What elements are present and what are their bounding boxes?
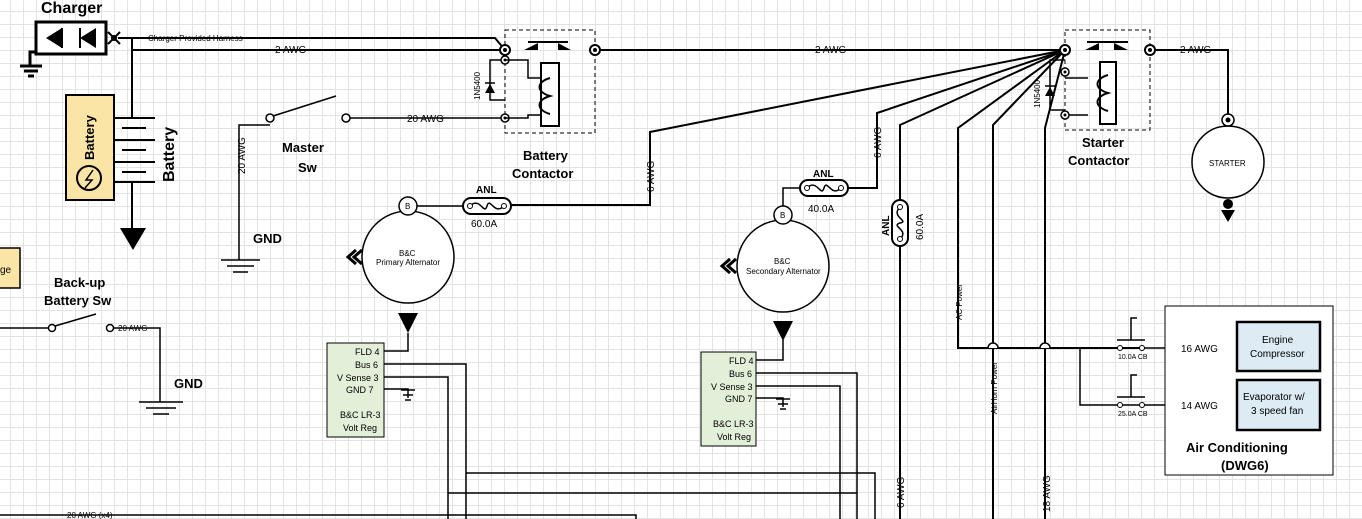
control-wires xyxy=(0,50,1237,519)
backup-sw-label-1: Back-up xyxy=(54,275,105,290)
master-sw-label-1: Master xyxy=(282,140,324,155)
wire-label-20awg-gnd: 20 AWG xyxy=(237,137,248,174)
wire-label-2awg-2: 2 AWG xyxy=(815,45,847,56)
master-sw-label-2: Sw xyxy=(298,160,318,175)
starter-contactor: 1N5400 Starter Contactor xyxy=(1033,29,1156,168)
anl-2-value: 40.0A xyxy=(808,204,834,215)
alt2-label-1: B&C xyxy=(774,257,791,266)
secondary-alternator: B B&C Secondary Alternator xyxy=(719,187,830,341)
engine-compressor-label-2: Compressor xyxy=(1250,349,1305,360)
reg2-model: B&C LR-3 xyxy=(713,419,754,429)
alt1-label-2: Primary Alternator xyxy=(376,258,440,267)
anl-1-value: 60.0A xyxy=(471,219,497,230)
diode-label-1: 1N5400 xyxy=(473,71,482,100)
reg2-vsense: V Sense 3 xyxy=(711,382,753,392)
charger-harness-label: Charger Provided Harness xyxy=(148,34,243,43)
starter-contactor-label-2: Contactor xyxy=(1068,153,1129,168)
battery-contactor: 1N5400 Battery Contactor xyxy=(473,29,601,181)
ac-group-label-2: (DWG6) xyxy=(1221,458,1269,473)
wire-crossover xyxy=(987,342,999,349)
alt1-label-1: B&C xyxy=(399,249,416,258)
wire-label-2awg-1: 2 AWG xyxy=(275,45,307,56)
wire-label-14awg: 14 AWG xyxy=(1181,401,1218,412)
anl-fuse-3: ANL 60.0A xyxy=(881,199,926,247)
wire-label-6awg-2: 6 AWG xyxy=(873,126,884,158)
cb2-label: 25.0A CB xyxy=(1118,411,1148,418)
anl-fuse-1: ANL 60.0A xyxy=(462,185,512,230)
reg1-kind: Volt Reg xyxy=(343,423,377,433)
gnd-label-2: GND xyxy=(174,376,203,391)
charge-gauge-box xyxy=(0,247,21,289)
battery-label: Battery xyxy=(161,127,178,182)
cb1-label: 10.0A CB xyxy=(1118,354,1148,361)
anl-fuse-2: ANL 40.0A xyxy=(799,169,849,215)
battery-symbol: Battery Battery xyxy=(65,94,178,250)
reg1-bus: Bus 6 xyxy=(355,360,378,370)
charger-label: Charger xyxy=(41,0,102,17)
ac-power-label: AC Power xyxy=(955,284,964,320)
anl-3-value: 60.0A xyxy=(915,214,926,240)
wire-label-2awg-3: 2 AWG xyxy=(1180,45,1212,56)
alt2-label-2: Secondary Alternator xyxy=(746,267,821,276)
reg2-bus: Bus 6 xyxy=(729,369,752,379)
ac-group-label-1: Air Conditioning xyxy=(1186,440,1288,455)
reg2-kind: Volt Reg xyxy=(717,432,751,442)
evaporator-label-2: 3 speed fan xyxy=(1251,406,1303,417)
reg1-gnd: GND 7 xyxy=(346,385,374,395)
charger-symbol: Charger xyxy=(20,0,121,78)
diode-label-2: 1N5400 xyxy=(1033,79,1042,108)
backup-sw-label-2: Battery Sw xyxy=(44,293,112,308)
anl-3-label: ANL xyxy=(881,215,892,236)
reg1-model: B&C LR-3 xyxy=(340,410,381,420)
wire-label-20awg-x4: 20 AWG (x4) xyxy=(67,511,113,519)
engine-compressor-box xyxy=(1235,320,1322,373)
ground-symbol-1 xyxy=(221,259,260,273)
alt1-b-label: B xyxy=(405,202,410,211)
edge-box-label: ge xyxy=(0,265,12,276)
battery-contactor-label-1: Battery xyxy=(523,148,569,163)
reg1-fld: FLD 4 xyxy=(355,347,380,357)
reg2-gnd: GND 7 xyxy=(725,394,753,404)
primary-alternator: B B&C Primary Alternator xyxy=(345,196,463,333)
gnd-label-1: GND xyxy=(253,231,282,246)
evaporator-label-1: Evaporator w/ xyxy=(1243,392,1305,403)
airhorn-power-label: AirHorn Power xyxy=(990,362,999,414)
wire-crossover xyxy=(1039,342,1051,349)
circuit-breaker-1: 10.0A CB xyxy=(1117,317,1148,361)
engine-compressor-label-1: Engine xyxy=(1262,335,1294,346)
reg1-vsense: V Sense 3 xyxy=(337,373,379,383)
starter-motor: STARTER xyxy=(1191,113,1265,222)
alt2-b-label: B xyxy=(780,211,785,220)
reg2-fld: FLD 4 xyxy=(729,356,754,366)
voltage-regulator-1: FLD 4 Bus 6 V Sense 3 GND 7 B&C LR-3 Vol… xyxy=(326,342,415,438)
wire-label-6awg-3: 6 AWG xyxy=(896,476,907,508)
anl-2-label: ANL xyxy=(813,169,834,180)
battery-contactor-label-2: Contactor xyxy=(512,166,573,181)
wire-label-6awg-1: 6 AWG xyxy=(646,160,657,192)
voltage-regulator-2: FLD 4 Bus 6 V Sense 3 GND 7 B&C LR-3 Vol… xyxy=(700,351,790,447)
master-switch: Master Sw xyxy=(265,95,351,175)
starter-label: STARTER xyxy=(1209,159,1246,168)
wire-label-20awg-backup: 20 AWG xyxy=(118,324,148,333)
ground-symbol-2 xyxy=(139,401,183,415)
wire-label-20awg-master: 20 AWG xyxy=(407,114,444,125)
battery-inner-label: Battery xyxy=(82,114,97,160)
evaporator-box xyxy=(1235,378,1322,432)
anl-1-label: ANL xyxy=(476,185,497,196)
wire-label-16awg: 16 AWG xyxy=(1181,344,1218,355)
backup-battery-switch: Back-up Battery Sw xyxy=(44,275,115,333)
wire-label-18awg: 18 AWG xyxy=(1042,475,1053,512)
circuit-breaker-2: 25.0A CB xyxy=(1117,374,1148,418)
air-conditioning-group: 10.0A CB 25.0A CB 16 AWG 14 AWG Engine C… xyxy=(1117,305,1334,476)
starter-contactor-label-1: Starter xyxy=(1082,135,1124,150)
